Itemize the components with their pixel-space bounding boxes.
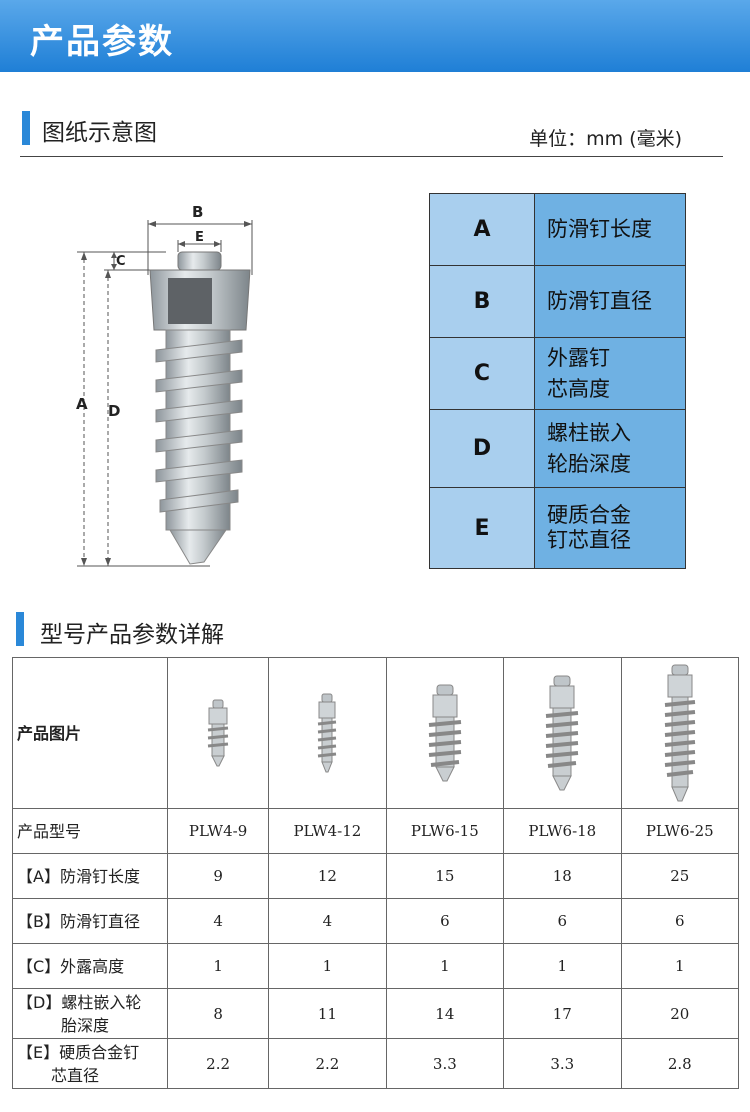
unit-label: 单位：mm (毫米) <box>529 128 682 150</box>
params-table: 产品图片 <box>12 657 740 1089</box>
label-e: E <box>195 230 204 245</box>
label-c: C <box>116 254 126 269</box>
table-row: 产品型号 PLW4-9 PLW4-12 PLW6-15 PLW6-18 PLW6… <box>12 808 740 854</box>
table-row: 【D】螺柱嵌入轮胎深度 8 11 14 17 20 <box>12 988 740 1039</box>
value-cell: 8 <box>166 988 270 1039</box>
value-cell: 12 <box>268 853 387 899</box>
legend-key: A <box>430 194 535 265</box>
table-row: 【E】硬质合金钉芯直径 2.2 2.2 3.3 3.3 2.8 <box>12 1038 740 1089</box>
legend-row: B 防滑钉直径 <box>430 266 685 338</box>
value-cell: 11 <box>268 988 387 1039</box>
model-cell: PLW4-9 <box>166 808 270 854</box>
image-row-label: 产品图片 <box>12 657 168 809</box>
product-image <box>620 657 740 809</box>
row-label: 【E】硬质合金钉芯直径 <box>12 1038 168 1089</box>
value-cell: 25 <box>620 853 740 899</box>
parameter-legend: A 防滑钉长度 B 防滑钉直径 C 外露钉芯高度 D 螺柱嵌入轮胎深度 E 硬质… <box>429 193 686 569</box>
legend-value: 防滑钉长度 <box>535 194 685 265</box>
product-image <box>268 657 387 809</box>
value-cell: 6 <box>385 898 505 944</box>
section-divider <box>20 156 723 157</box>
model-cell: PLW6-25 <box>620 808 740 854</box>
table-row: 产品图片 <box>12 657 740 809</box>
legend-row: A 防滑钉长度 <box>430 194 685 266</box>
value-cell: 2.8 <box>620 1038 740 1089</box>
legend-value: 外露钉芯高度 <box>535 338 685 409</box>
model-cell: PLW4-12 <box>268 808 387 854</box>
value-cell: 1 <box>268 943 387 989</box>
legend-row: D 螺柱嵌入轮胎深度 <box>430 410 685 488</box>
stud-diagram: B E C A D <box>76 203 253 567</box>
legend-row: C 外露钉芯高度 <box>430 338 685 410</box>
value-cell: 2.2 <box>166 1038 270 1089</box>
value-cell: 1 <box>166 943 270 989</box>
stud-image-icon <box>546 675 579 791</box>
value-cell: 20 <box>620 988 740 1039</box>
stud-image-icon <box>318 693 337 773</box>
header-banner: 产品参数 <box>0 0 750 72</box>
section-marker <box>22 111 30 145</box>
label-b: B <box>192 203 203 221</box>
table-row: 【B】防滑钉直径 4 4 6 6 6 <box>12 898 740 944</box>
value-cell: 3.3 <box>385 1038 505 1089</box>
label-a: A <box>76 395 88 413</box>
legend-row: E 硬质合金钉芯直径 <box>430 488 685 568</box>
dimension-arrows <box>81 221 252 566</box>
product-image <box>503 657 622 809</box>
legend-value: 螺柱嵌入轮胎深度 <box>535 410 685 487</box>
stud-image-icon <box>664 664 695 802</box>
model-cell: PLW6-15 <box>385 808 505 854</box>
value-cell: 6 <box>503 898 622 944</box>
product-image <box>166 657 270 809</box>
row-label: 【C】外露高度 <box>12 943 168 989</box>
legend-key: B <box>430 266 535 337</box>
label-d: D <box>108 402 120 420</box>
value-cell: 9 <box>166 853 270 899</box>
value-cell: 1 <box>385 943 505 989</box>
diagram-section-title: 图纸示意图 <box>42 120 157 146</box>
stud-image-icon <box>207 699 229 767</box>
legend-key: E <box>430 488 535 568</box>
product-image <box>385 657 505 809</box>
legend-key: D <box>430 410 535 487</box>
row-label: 【A】防滑钉长度 <box>12 853 168 899</box>
stud-drawing <box>149 251 251 565</box>
row-label: 【D】螺柱嵌入轮胎深度 <box>12 988 168 1039</box>
row-label: 【B】防滑钉直径 <box>12 898 168 944</box>
table-row: 【C】外露高度 1 1 1 1 1 <box>12 943 740 989</box>
dimension-lines <box>77 220 253 567</box>
value-cell: 17 <box>503 988 622 1039</box>
section-marker <box>16 612 24 646</box>
value-cell: 4 <box>268 898 387 944</box>
model-cell: PLW6-18 <box>503 808 622 854</box>
page-title: 产品参数 <box>30 22 174 62</box>
legend-value: 防滑钉直径 <box>535 266 685 337</box>
value-cell: 4 <box>166 898 270 944</box>
value-cell: 1 <box>503 943 622 989</box>
value-cell: 6 <box>620 898 740 944</box>
value-cell: 18 <box>503 853 622 899</box>
value-cell: 2.2 <box>268 1038 387 1089</box>
row-label: 产品型号 <box>12 808 168 854</box>
stud-image-icon <box>428 684 462 782</box>
value-cell: 1 <box>620 943 740 989</box>
legend-value: 硬质合金钉芯直径 <box>535 488 685 568</box>
value-cell: 15 <box>385 853 505 899</box>
params-section-title: 型号产品参数详解 <box>40 622 224 648</box>
value-cell: 3.3 <box>503 1038 622 1089</box>
table-row: 【A】防滑钉长度 9 12 15 18 25 <box>12 853 740 899</box>
value-cell: 14 <box>385 988 505 1039</box>
legend-key: C <box>430 338 535 409</box>
